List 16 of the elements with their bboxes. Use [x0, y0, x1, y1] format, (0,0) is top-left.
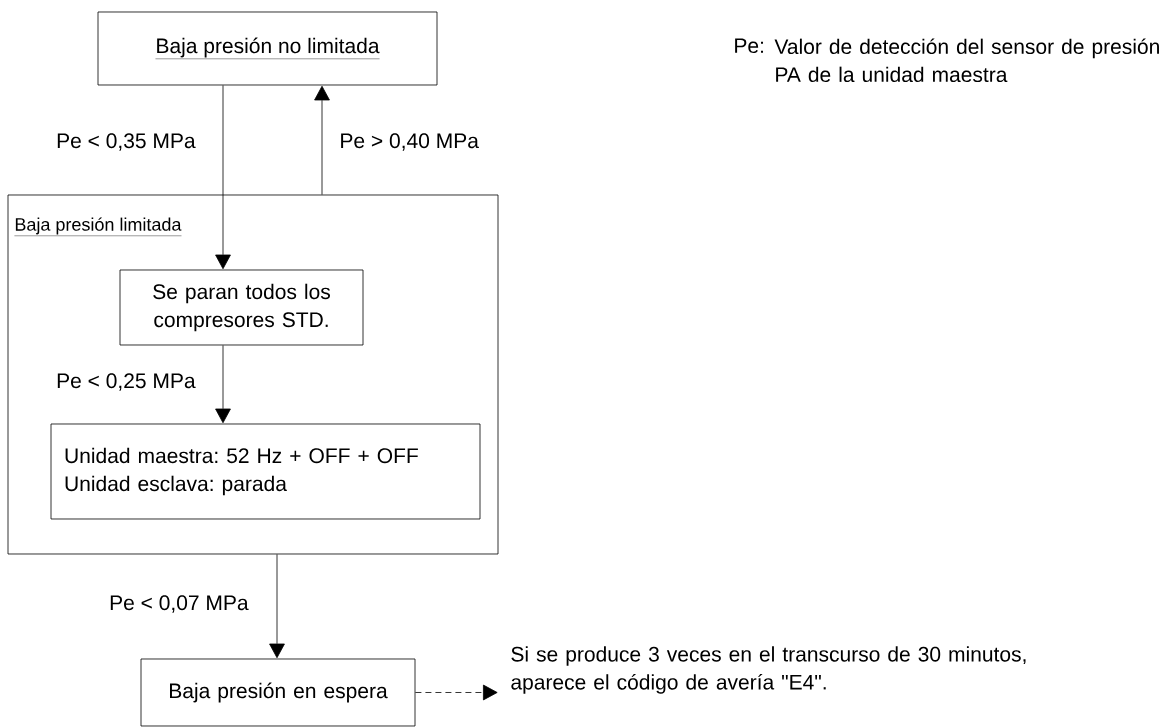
note-text: Si se produce 3 veces en el transcurso de 30 minutos, aparece el código de avería "E4". [511, 646, 1026, 694]
edge-label: Pe > 0,40 MPa [338, 132, 480, 152]
legend-text: Valor de detección del sensor de presión PA de la unidad maestra [774, 38, 1159, 83]
arrow [215, 345, 231, 424]
arrow [269, 554, 285, 659]
arrow [314, 85, 330, 195]
arrow [415, 684, 498, 701]
state-box: Baja presión no limitada [97, 11, 438, 86]
process-box: Se paran todos los compresores STD. [119, 269, 364, 346]
edge-label: Pe < 0,25 MPa [55, 372, 197, 392]
edge-label: Pe < 0,35 MPa [55, 132, 197, 152]
state-box: Baja presión en espera [140, 658, 416, 727]
legend-symbol: Pe: [735, 38, 763, 54]
arrow [215, 85, 231, 270]
process-box: Unidad maestra: 52 Hz + OFF + OFF Unidad esclava: parada [50, 423, 481, 520]
edge-label: Pe < 0,07 MPa [108, 594, 250, 614]
